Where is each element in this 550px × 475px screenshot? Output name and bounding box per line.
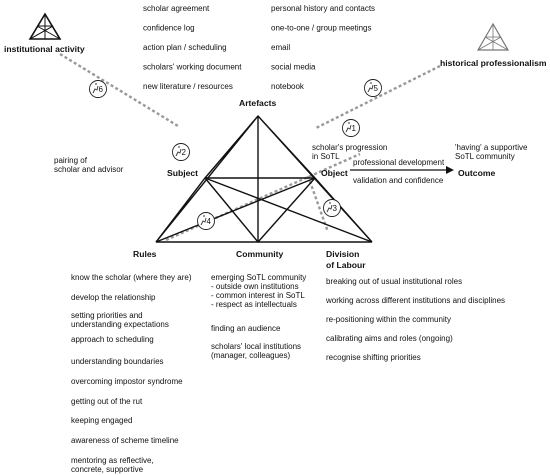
artefact-item: one-to-one / group meetings: [271, 24, 372, 33]
community-item: (manager, colleagues): [211, 351, 290, 360]
rules-item: understanding expectations: [71, 320, 169, 329]
runner-icon: [367, 82, 374, 93]
outcome-arrowhead-icon: [446, 166, 454, 174]
rules-item: keeping engaged: [71, 416, 132, 425]
rules-item: concrete, supportive: [71, 465, 144, 474]
artefact-item: scholar agreement: [143, 4, 210, 13]
artefact-item: personal history and contacts: [271, 4, 375, 13]
artefact-item: social media: [271, 63, 316, 72]
rules-item: overcoming impostor syndrome: [71, 377, 183, 386]
division-item: re-positioning within the community: [326, 315, 451, 324]
subject-community-line: [204, 177, 259, 243]
badge-circle: [197, 212, 215, 230]
node-rules: Rules: [133, 249, 157, 259]
division-item: working across different institutions an…: [325, 296, 505, 305]
validation-confidence-label: validation and confidence: [353, 176, 444, 185]
runner-icon: [345, 122, 352, 133]
runner-icon: [175, 146, 182, 157]
rules-item: develop the relationship: [71, 293, 156, 302]
institutional-triangle-icon: [28, 12, 62, 40]
tension-badges: 1 2 3 4 5 6: [89, 79, 382, 230]
tension-badge: 1: [342, 119, 360, 137]
division-item: recognise shifting priorities: [326, 353, 421, 362]
node-artefacts: Artefacts: [239, 98, 276, 108]
progression-note-line1: scholar's progression: [312, 143, 387, 152]
division-list: breaking out of usual institutional role…: [325, 277, 505, 362]
tension-badge: 3: [323, 199, 341, 217]
historical-triangle-icon: [476, 22, 510, 51]
rules-item: setting priorities and: [71, 311, 143, 320]
rules-list: know the scholar (where they are) develop…: [71, 273, 192, 474]
artefact-item: email: [271, 43, 290, 52]
artefacts-list-right: personal history and contacts one-to-one …: [271, 4, 375, 91]
runner-icon: [200, 215, 207, 226]
node-outcome: Outcome: [458, 168, 495, 178]
artefacts-list-left: scholar agreement confidence log action pl…: [143, 4, 242, 91]
badge-circle: [364, 79, 382, 97]
badge-number: 1: [352, 124, 357, 133]
rules-item: getting out of the rut: [71, 397, 143, 406]
community-list: emerging SoTL community- outside own ins…: [211, 273, 306, 360]
node-subject: Subject: [167, 168, 198, 178]
artefact-item: notebook: [271, 82, 305, 91]
node-division-line1: Division: [326, 249, 359, 259]
pairing-note-line2: scholar and advisor: [54, 165, 124, 174]
community-item: finding an audience: [211, 324, 281, 333]
subject-division-line: [204, 177, 373, 243]
artefact-item: scholars' working document: [143, 63, 242, 72]
pairing-note-line1: pairing of: [54, 156, 88, 165]
badge-circle: [172, 143, 190, 161]
professional-development-label: professional development: [353, 158, 445, 167]
division-item: breaking out of usual institutional role…: [326, 277, 462, 286]
artefact-item: new literature / resources: [143, 82, 233, 91]
object-rules-line: [155, 177, 316, 243]
artefact-item: confidence log: [143, 24, 195, 33]
badge-number: 3: [333, 204, 338, 213]
badge-circle: [323, 199, 341, 217]
badge-number: 4: [207, 217, 212, 226]
division-item: calibrating aims and roles (ongoing): [326, 334, 453, 343]
progression-note-line2: in SoTL: [312, 152, 340, 161]
institutional-activity-label: institutional activity: [4, 44, 85, 54]
object-community-line: [257, 177, 316, 243]
rules-item: understanding boundaries: [71, 357, 164, 366]
rules-item: mentoring as reflective,: [71, 456, 154, 465]
rules-item: know the scholar (where they are): [71, 273, 192, 282]
node-object: Object: [321, 168, 348, 178]
rules-item: approach to scheduling: [71, 335, 154, 344]
badge-number: 2: [182, 148, 187, 157]
runner-icon: [326, 202, 333, 213]
badge-number: 6: [99, 85, 104, 94]
community-item: - common interest in SoTL: [211, 291, 305, 300]
rules-item: awareness of scheme timeline: [71, 436, 179, 445]
badge-circle: [342, 119, 360, 137]
badge-number: 5: [374, 84, 379, 93]
community-item: - outside own institutions: [211, 282, 299, 291]
tension-line-institutional: [59, 52, 179, 128]
runner-icon: [92, 83, 99, 94]
node-division-line2: of Labour: [326, 260, 366, 270]
community-item: emerging SoTL community: [211, 273, 306, 282]
artefact-item: action plan / scheduling: [143, 43, 227, 52]
having-note-line1: 'having' a supportive: [455, 143, 528, 152]
tension-line-historical: [315, 64, 441, 130]
community-item: - respect as intellectuals: [211, 300, 297, 309]
tension-badge: 6: [89, 80, 107, 98]
node-community: Community: [236, 249, 283, 259]
tension-line-object-division: [306, 175, 330, 233]
tension-badge: 2: [172, 143, 190, 161]
historical-professionalism-label: historical professionalism: [440, 58, 547, 68]
community-item: scholars' local institutions: [211, 342, 301, 351]
having-note-line2: SoTL community: [455, 152, 515, 161]
tension-badge: 4: [197, 212, 215, 230]
tension-badge: 5: [364, 79, 382, 97]
badge-circle: [89, 80, 107, 98]
